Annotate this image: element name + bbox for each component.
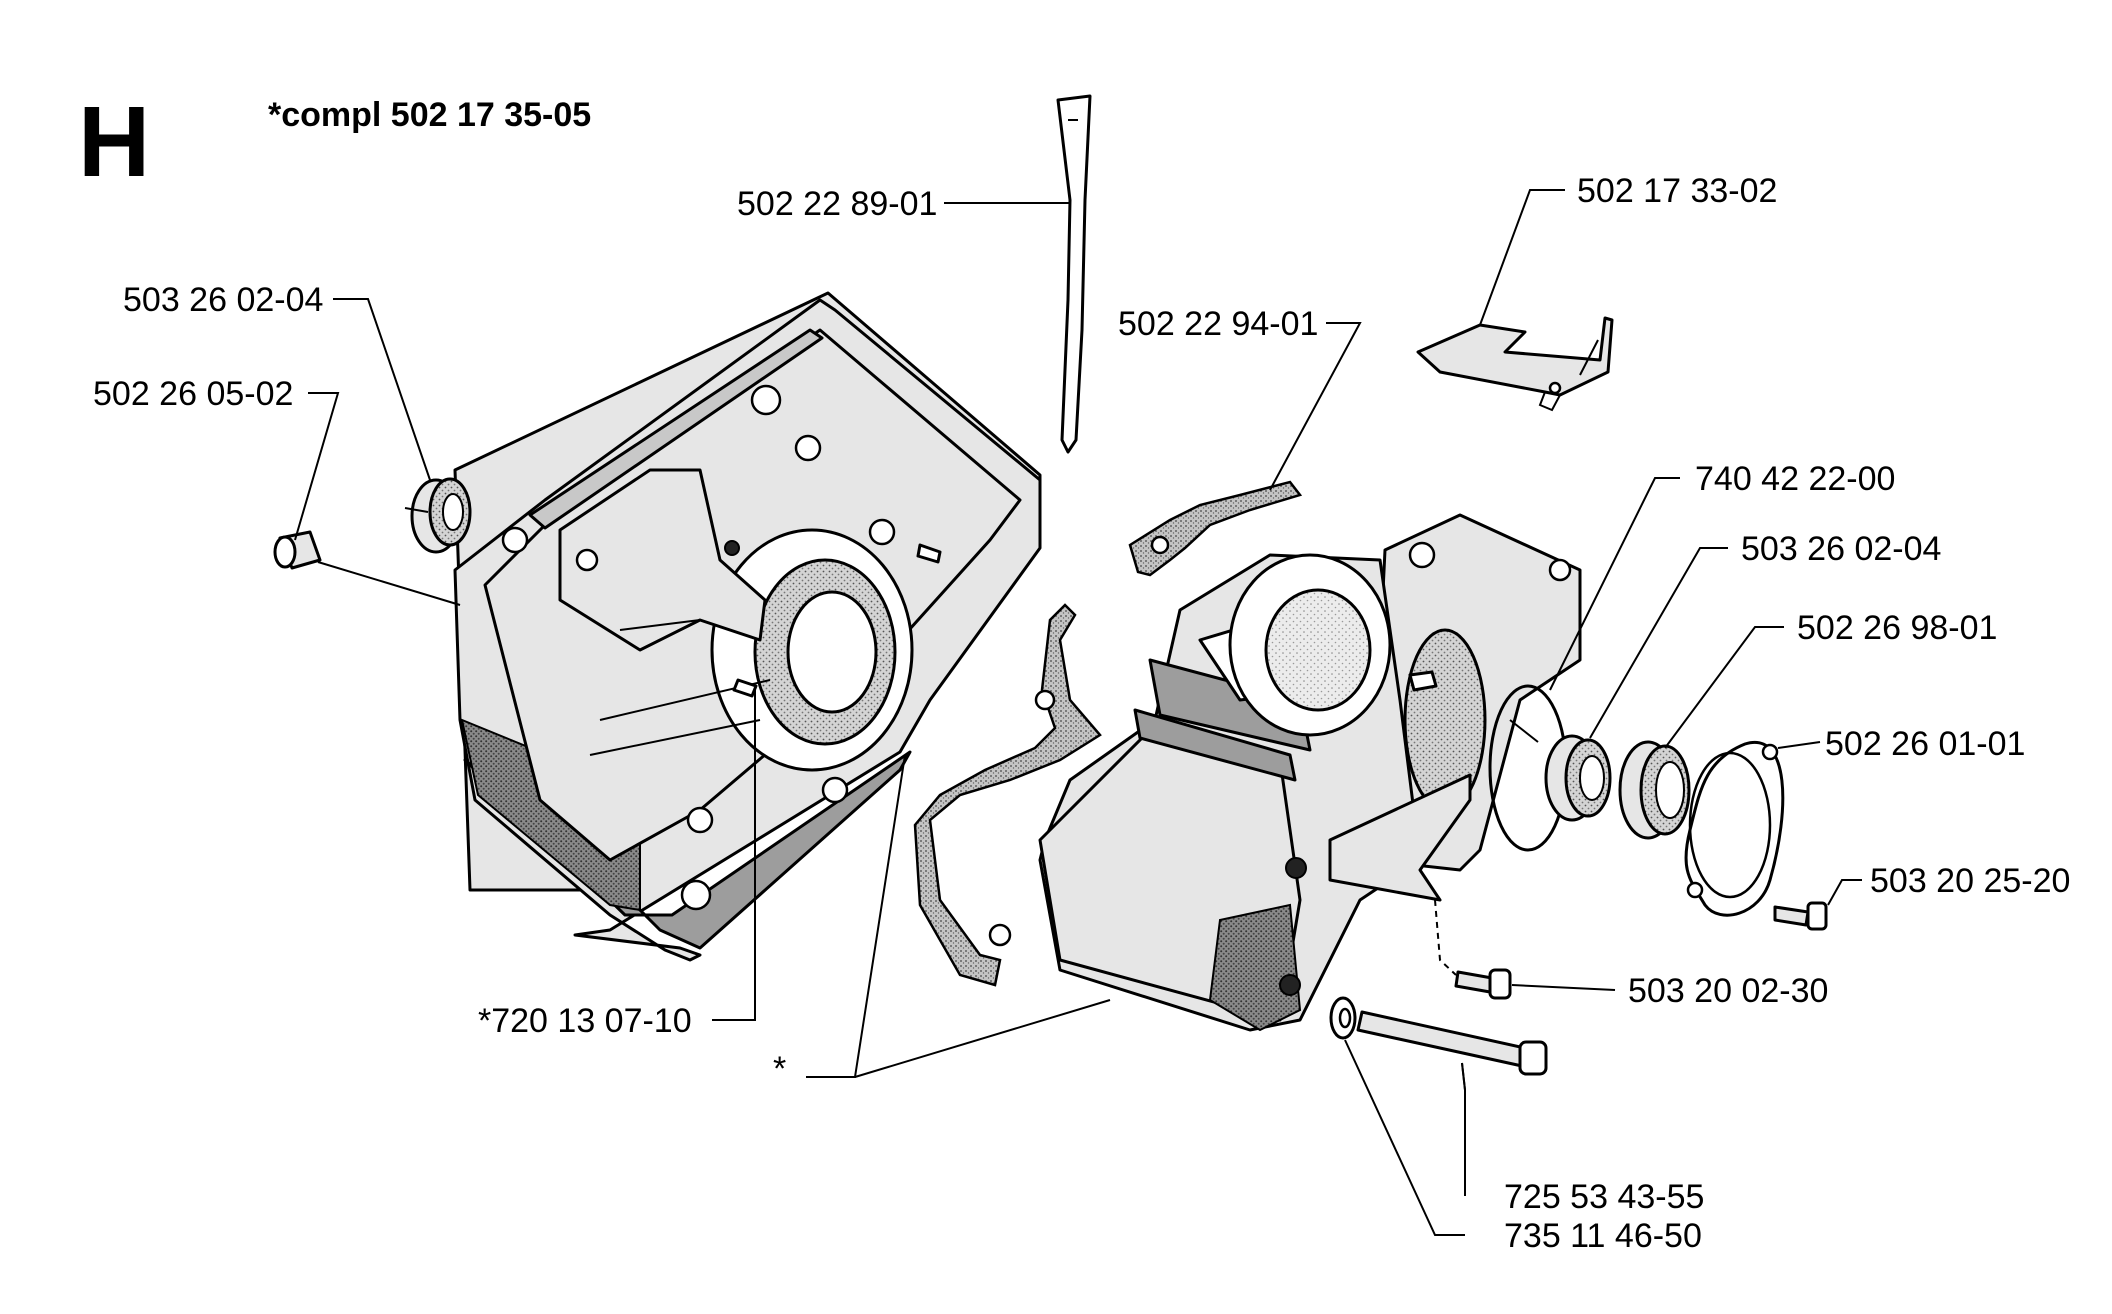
- bolt-part: [1356, 1010, 1548, 1076]
- label-bolt: 725 53 43-55: [1504, 1178, 1704, 1216]
- label-seal-right: 503 26 02-04: [1741, 530, 1941, 568]
- assembly-note: *compl 502 17 35-05: [268, 96, 591, 134]
- seal-left-part: [404, 477, 472, 554]
- label-pin: *720 13 07-10: [478, 1002, 692, 1040]
- label-bearing: 502 26 98-01: [1797, 609, 1997, 647]
- screw-mid-part: [1454, 968, 1512, 1000]
- label-bushing: 502 26 05-02: [93, 375, 293, 413]
- left-crankcase-half: [453, 291, 1042, 962]
- label-crankcase: *: [773, 1050, 786, 1088]
- label-screw-mid: 503 20 02-30: [1628, 972, 1828, 1010]
- part-labels: 502 22 89-01 502 17 33-02 503 26 02-04 5…: [93, 172, 2070, 1255]
- label-washer: 735 11 46-50: [1504, 1217, 1702, 1255]
- cover-plate-part: [1684, 740, 1785, 917]
- strip-part: [1056, 94, 1092, 454]
- label-screw-small: 503 20 25-20: [1870, 862, 2070, 900]
- bushing-part: [273, 530, 461, 606]
- label-strip: 502 22 89-01: [737, 185, 937, 223]
- bearing-part: [1618, 740, 1691, 840]
- label-bracket: 502 17 33-02: [1577, 172, 1777, 210]
- label-oring: 740 42 22-00: [1695, 460, 1895, 498]
- label-gasket: 502 22 94-01: [1118, 305, 1318, 343]
- seal-right-part: [1544, 734, 1612, 822]
- section-letter: H: [78, 86, 150, 198]
- bracket-part: [1416, 316, 1614, 412]
- leader-lines: [294, 189, 1862, 1236]
- washer-part: [1329, 996, 1357, 1040]
- screw-small-part: [1773, 901, 1828, 931]
- label-seal-left: 503 26 02-04: [123, 281, 323, 319]
- label-cover-plate: 502 26 01-01: [1825, 725, 2025, 763]
- right-crankcase-half: [1038, 513, 1582, 1032]
- gasket-part: [913, 480, 1303, 987]
